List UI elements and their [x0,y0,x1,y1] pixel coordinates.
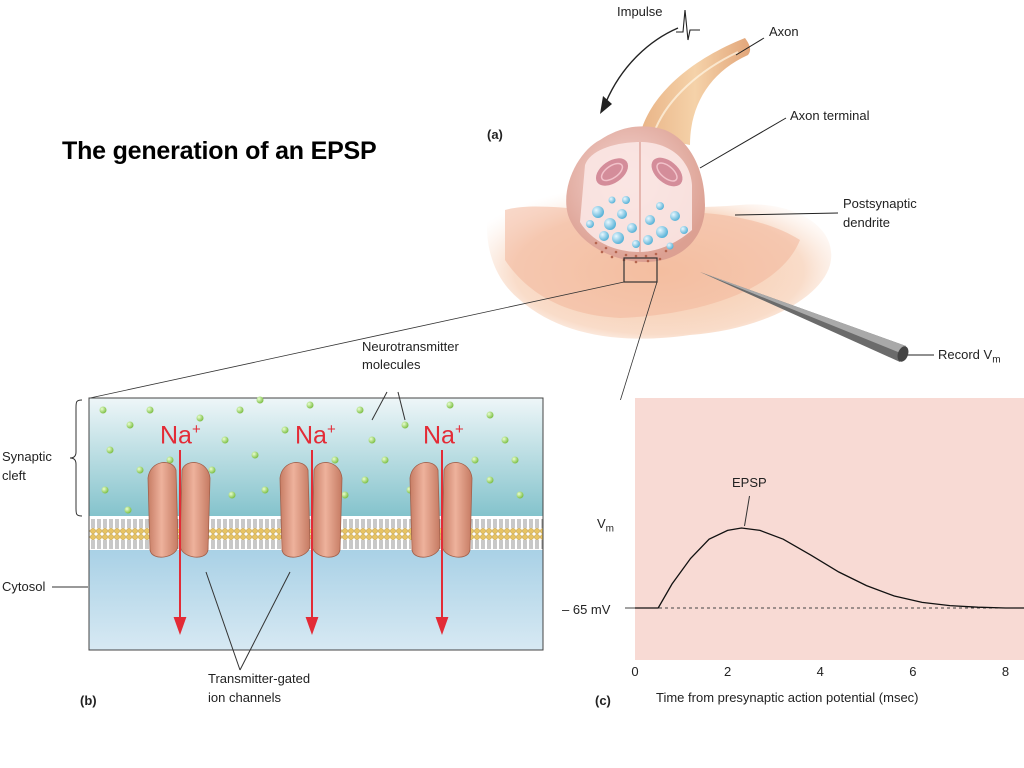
x-tick-label: 6 [909,664,916,679]
epsp-annotation-leader [744,495,751,527]
baseline-label: – 65 mV [562,602,611,617]
record-subscript: m [992,354,1001,366]
synaptic-cleft-label-line1: Synaptic [2,449,52,464]
sodium-charge-1: + [191,421,201,438]
sodium-charge-2: + [326,421,336,438]
neurotransmitter-label-line1: Neurotransmitter [362,339,459,354]
mitochondrion-right [651,157,683,187]
epsp-chart: 0 2 4 6 8 [625,398,1024,679]
y-axis-label-text: V [597,516,606,531]
neurotransmitter-molecules [99,396,524,514]
panel-b-illustration [52,391,544,671]
synaptic-cleft-brace [69,399,83,517]
epsp-series-line [635,527,1024,609]
sodium-symbol-2: Na [295,421,327,450]
record-text: Record V [938,347,993,362]
ion-channel-1 [147,462,211,558]
sodium-symbol-3: Na [423,421,455,450]
impulse-label: Impulse [617,4,663,19]
sodium-label-3: Na+ [423,416,464,449]
postsynaptic-label-line2: dendrite [843,215,890,230]
axon-label: Axon [769,24,799,39]
panel-c-label: (c) [595,693,611,708]
impulse-arrow [605,27,679,103]
chart-background [635,398,1024,660]
mitochondrion-left [595,158,629,186]
channels-label-line1: Transmitter-gated [208,671,311,686]
ion-channel-3 [409,462,473,558]
epsp-annotation: EPSP [732,475,767,490]
slide-title: The generation of an EPSP [62,137,377,165]
x-tick-label: 8 [1002,664,1009,679]
x-tick-labels: 0 2 4 6 8 [631,664,1009,679]
zoom-box [623,257,658,283]
record-vm-label: Record Vm [938,347,1001,369]
sodium-symbol-1: Na [160,421,192,450]
axon-shape [640,38,751,145]
panel-a-illustration [89,9,934,400]
x-tick-label: 4 [817,664,824,679]
axon-terminal-label: Axon terminal [790,108,870,123]
recording-electrode [700,272,909,362]
active-zone-dots [594,241,668,264]
postsynaptic-label-line1: Postsynaptic [843,196,917,211]
neurotransmitter-label-line2: molecules [362,357,421,372]
synaptic-vesicles [586,196,688,250]
sodium-flow-arrows [173,450,449,635]
sodium-charge-3: + [454,421,464,438]
impulse-spike-icon [676,9,700,41]
channels-label-line2: ion channels [208,690,281,705]
y-axis-label-sub: m [605,523,615,535]
y-axis-label: Vm [597,516,614,538]
x-axis-label: Time from presynaptic action potential (… [656,690,919,705]
cytosol-label: Cytosol [2,579,46,594]
panel-a-label: (a) [487,127,503,142]
cytosol-region [89,550,543,650]
x-tick-label: 0 [631,664,638,679]
sodium-label-2: Na+ [295,416,336,449]
synaptic-cleft-label-line2: cleft [2,468,26,483]
x-tick-label: 2 [724,664,731,679]
sodium-label-1: Na+ [160,416,201,449]
panel-b-label: (b) [80,693,97,708]
ion-channel-2 [279,462,343,558]
